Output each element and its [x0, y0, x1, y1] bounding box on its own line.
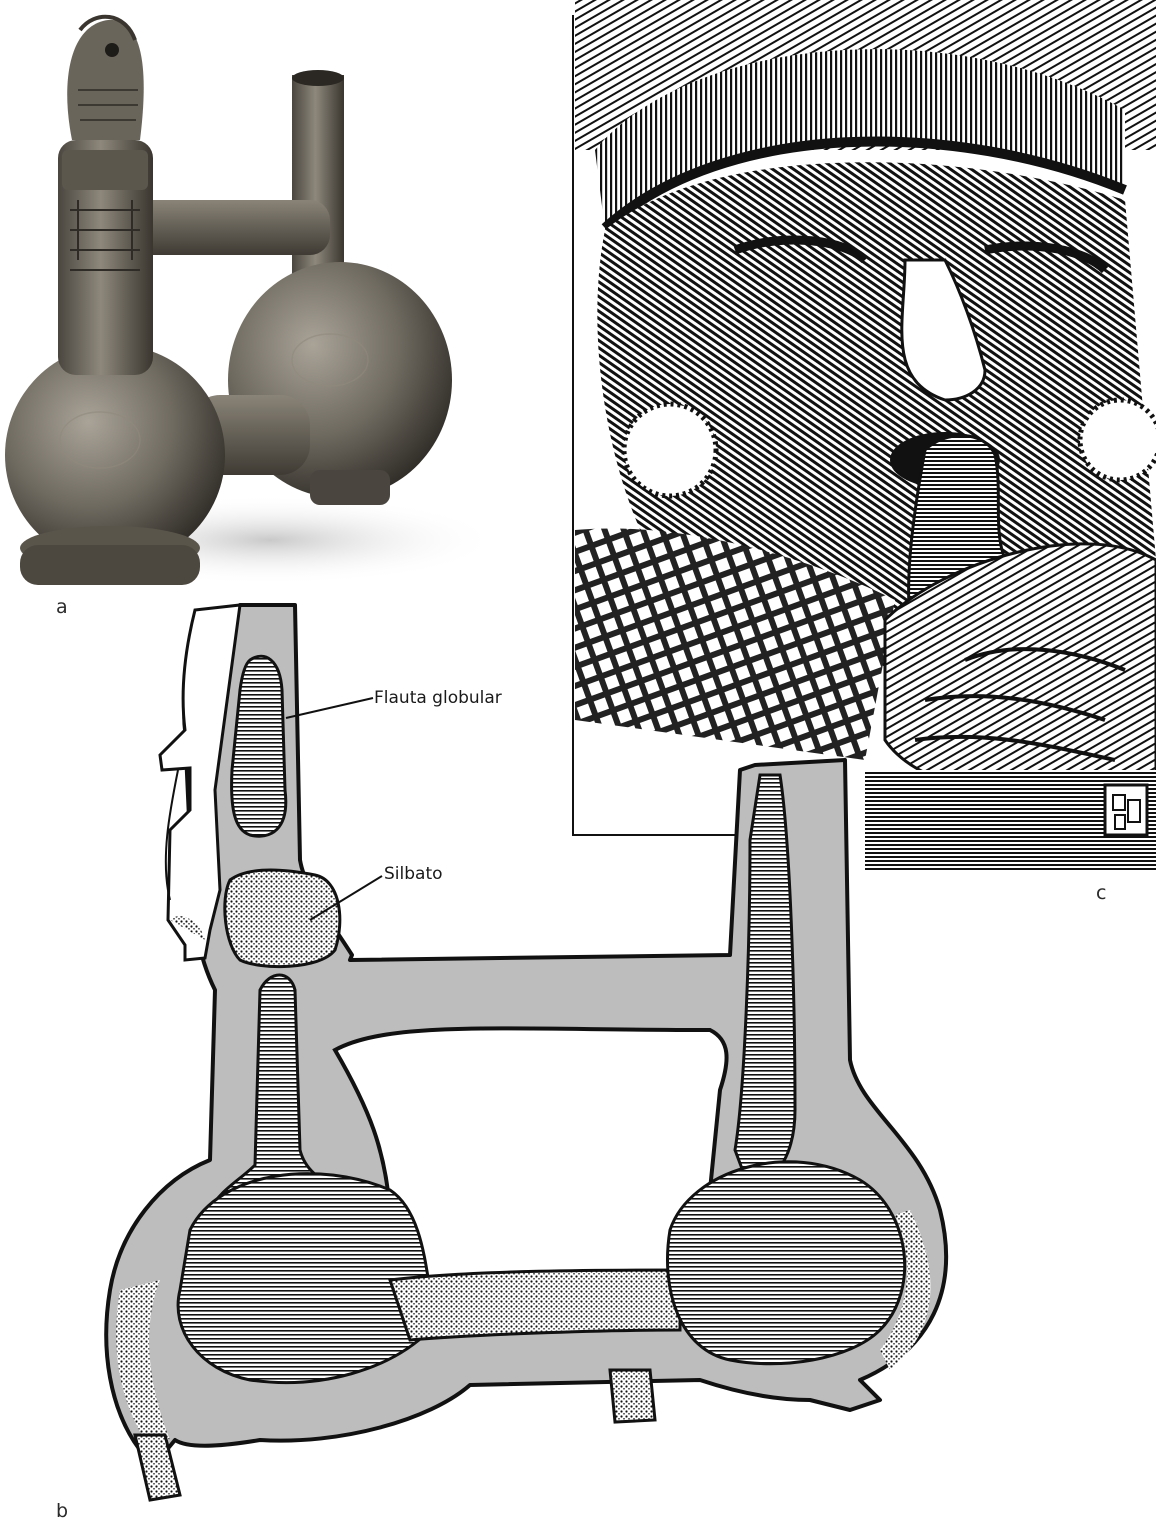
panel-b-letter: b	[56, 1500, 68, 1522]
right-chamber-cavity	[668, 1162, 905, 1364]
spout-opening	[292, 70, 344, 86]
left-base	[20, 545, 200, 585]
left-ear-ornament	[624, 404, 716, 496]
right-foot	[310, 470, 390, 505]
head-hole	[105, 43, 119, 57]
connecting-passage	[390, 1270, 680, 1340]
panel-a-photo	[0, 0, 480, 600]
panel-b-cross-section	[90, 590, 990, 1540]
panel-c-letter: c	[1096, 882, 1106, 904]
label-flauta-globular: Flauta globular	[374, 688, 502, 708]
artist-monogram	[1105, 785, 1147, 835]
whistle-cavity	[225, 870, 340, 967]
figure-chest	[62, 150, 148, 190]
cross-section-art	[90, 590, 990, 1540]
flauta-leader	[286, 698, 373, 718]
label-silbato: Silbato	[384, 864, 443, 884]
flute-cavity	[232, 656, 286, 836]
center-foot	[610, 1370, 655, 1422]
panel-a-letter: a	[56, 596, 68, 618]
vessel-photo	[0, 0, 480, 600]
